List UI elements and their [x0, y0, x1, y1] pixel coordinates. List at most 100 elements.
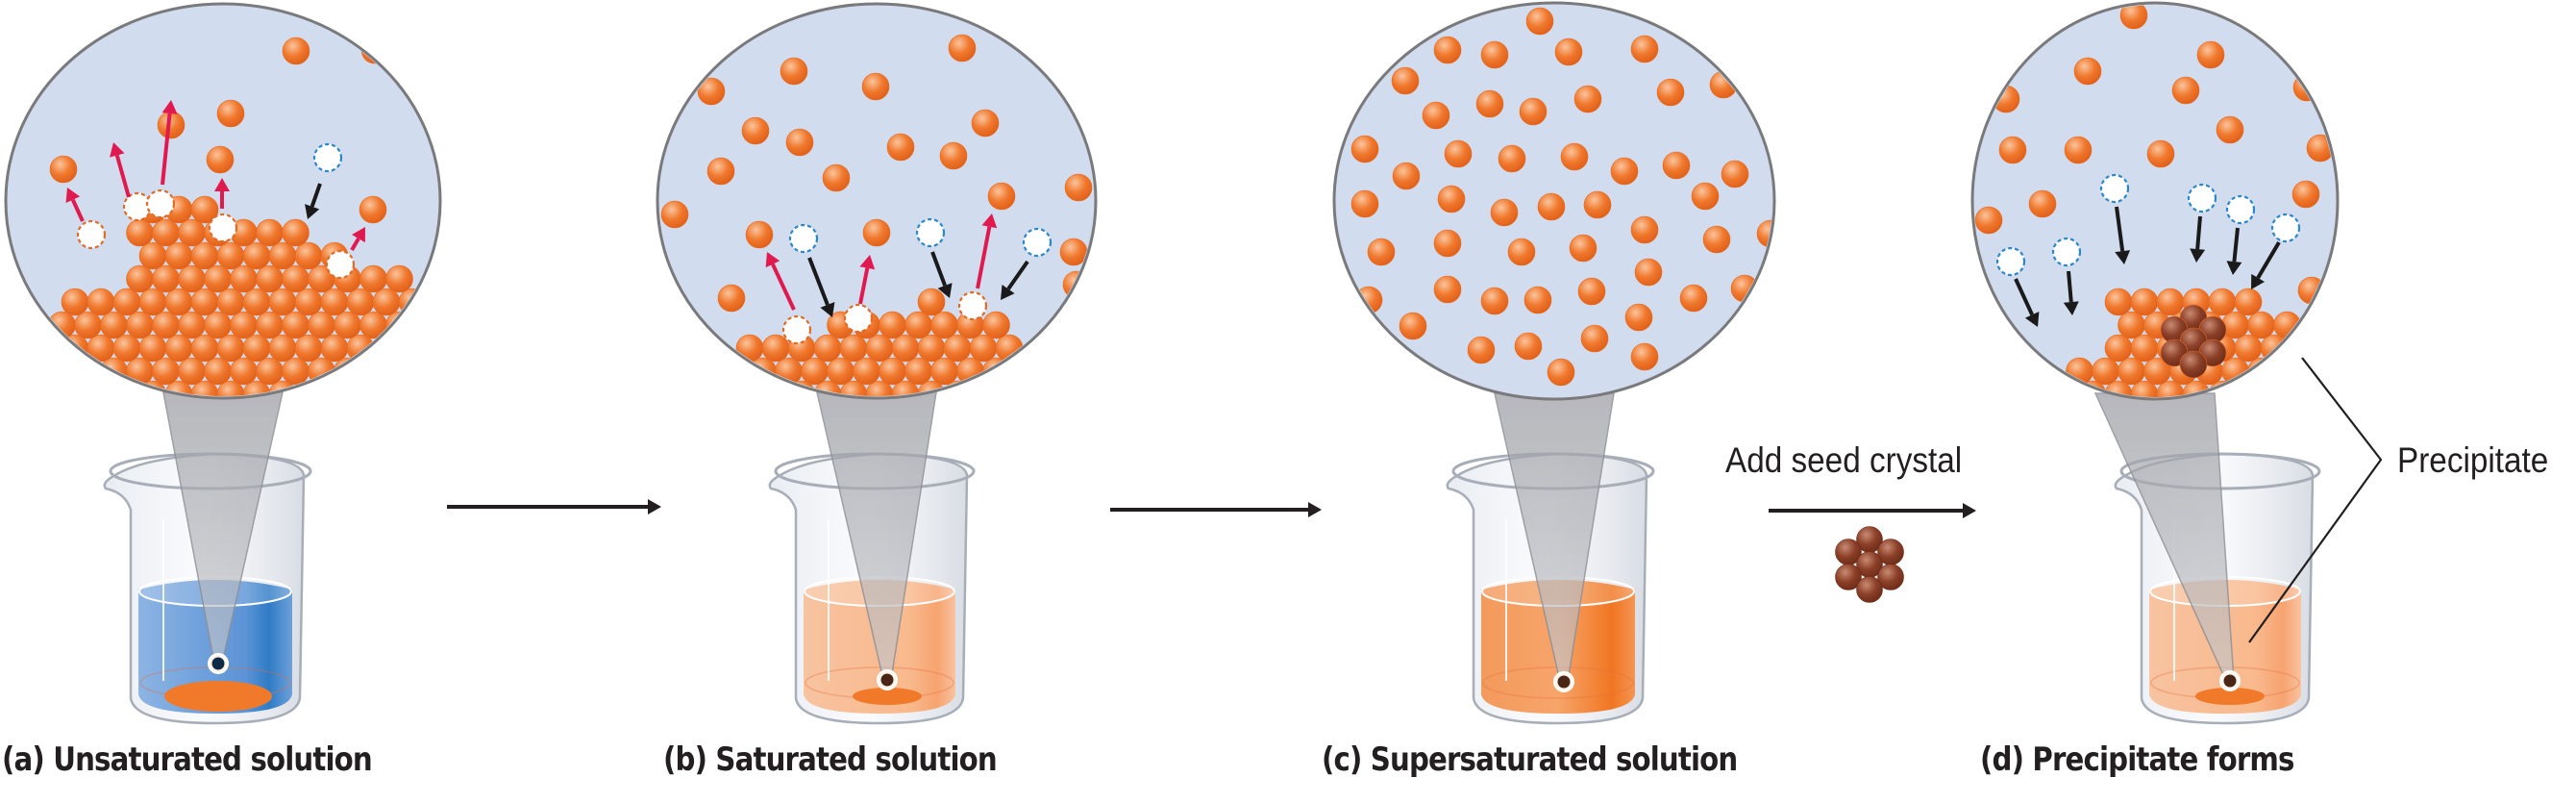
solid-particle: [2104, 288, 2133, 316]
solute-particle: [1350, 189, 1379, 218]
solute-particle: [2064, 136, 2093, 164]
solid-particle: [2221, 311, 2249, 339]
solid-particle: [424, 334, 438, 363]
solid-particle: [22, 357, 50, 386]
depositing-arrow: [1001, 260, 1029, 300]
solute-particle: [1577, 277, 1606, 306]
solid-particle: [282, 264, 310, 293]
solid-particle: [2221, 357, 2249, 386]
solid-particle: [891, 334, 920, 363]
solid-particle: [230, 311, 258, 339]
solute-particle: [1059, 238, 1088, 266]
solute-particle: [1467, 336, 1496, 364]
solute-particle: [206, 145, 235, 174]
solute-particle: [49, 155, 78, 184]
solid-particle: [138, 241, 167, 270]
solute-particle: [1691, 182, 1720, 211]
solid-particle: [372, 288, 401, 316]
solute-particle: [1656, 78, 1685, 107]
solute-particle: [1437, 185, 1466, 213]
solid-particle: [190, 241, 219, 270]
beaker-b: [768, 391, 976, 725]
solid-particle: [242, 288, 271, 316]
vacancy-dissolving: [145, 188, 176, 219]
solid-particle: [216, 288, 245, 316]
depositing-arrow: [807, 257, 835, 317]
zoom-view-a: [4, 2, 442, 400]
solute-particle: [1498, 144, 1526, 173]
depositing-arrow: [2190, 215, 2206, 263]
solid-particle: [2156, 288, 2185, 316]
solute-particle: [1662, 151, 1691, 180]
solid-particle: [839, 334, 868, 363]
solute-particle: [1630, 342, 1659, 371]
solute-particle: [1490, 198, 1519, 227]
solid-particle: [294, 241, 323, 270]
dissolving-arrow: [765, 252, 796, 311]
solid-particle: [2234, 380, 2263, 397]
solute-particle: [780, 57, 808, 86]
solute-particle: [1433, 36, 1462, 64]
solid-particle: [853, 357, 880, 386]
solute-particle: [1392, 162, 1421, 190]
zoom-border: [656, 2, 1098, 400]
precipitate-callout: [2248, 357, 2383, 643]
solid-particle: [827, 357, 855, 386]
transition-arrow-c-d: [1769, 503, 1976, 518]
undissolved-solid: [164, 681, 272, 712]
panel-label-d: (d) Precipitate forms: [1980, 740, 2294, 779]
depositing-arrow: [2014, 278, 2040, 327]
focus-point: [1557, 675, 1571, 689]
vacancy-depositing: [2225, 194, 2256, 225]
solid-particle: [943, 334, 972, 363]
solute-particle: [822, 163, 851, 192]
seed-crystal-icon: [1835, 526, 1904, 603]
solid-particle: [969, 334, 998, 363]
solute-particle: [861, 72, 890, 101]
solute-particle: [948, 34, 977, 63]
solid-particle: [178, 357, 206, 386]
solid-particle: [879, 311, 906, 339]
solute-particle: [2073, 57, 2102, 86]
beaker-c: [1446, 392, 1655, 725]
solute-particle: [785, 128, 814, 157]
solute-particle: [2028, 189, 2057, 218]
solid-particle: [242, 334, 271, 363]
solid-particle: [256, 357, 284, 386]
solute-particle: [1610, 157, 1639, 186]
solid-particle: [346, 380, 375, 396]
solid-particle: [164, 241, 193, 270]
solid-particle: [8, 311, 24, 339]
depositing-arrow: [2226, 227, 2242, 275]
focus-point: [2223, 674, 2237, 688]
solid-particle: [204, 264, 232, 293]
zoom-view-b: [656, 2, 1098, 400]
depositing-arrow: [305, 183, 322, 219]
solute-particle: [2171, 76, 2200, 105]
solute-particle: [706, 157, 735, 186]
solid-particle: [2234, 288, 2263, 316]
solid-particle: [112, 380, 141, 396]
solute-particle: [1399, 312, 1427, 340]
solid-particle: [74, 311, 102, 339]
solute-particle: [1507, 238, 1536, 266]
dissolving-arrow: [65, 188, 85, 222]
solid-particle: [320, 288, 349, 316]
solid-particle: [126, 311, 154, 339]
solid-particle: [865, 334, 894, 363]
dissolving-arrow: [161, 100, 178, 186]
solid-particle: [152, 357, 180, 386]
solid-particle: [112, 334, 141, 363]
solute-particle: [2146, 139, 2175, 168]
solute-particle: [2196, 40, 2225, 69]
vacancy-depositing: [788, 223, 819, 254]
solute-particle: [660, 200, 689, 229]
solid-particle: [138, 334, 167, 363]
solute-particle: [1583, 190, 1612, 219]
solid-particle: [282, 218, 310, 247]
solid-particle: [2092, 357, 2119, 386]
solute-particle: [1514, 332, 1543, 361]
zoom-border: [1332, 1, 1776, 401]
solid-particle: [2104, 334, 2133, 363]
